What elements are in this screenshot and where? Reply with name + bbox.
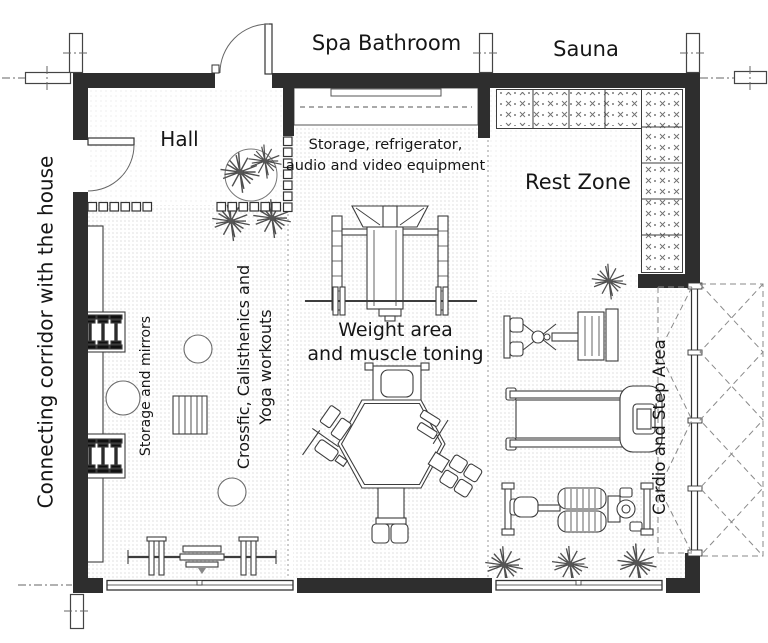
cardio-area-label: Cardio and Step Area xyxy=(650,339,670,515)
bench-press-icon xyxy=(305,205,477,322)
weight-room-equipment xyxy=(302,205,483,544)
rest-zone-label: Rest Zone xyxy=(525,170,631,194)
cardio-room-equipment xyxy=(501,308,663,536)
wall-left-upper xyxy=(73,88,88,140)
storage-equipment-label: Storage, refrigerator, audio and video e… xyxy=(283,135,488,177)
room-divider-lines xyxy=(287,140,489,577)
wall-top-left xyxy=(73,73,215,88)
window-icon xyxy=(103,578,297,593)
exercise-mat-icon xyxy=(172,395,208,435)
wardrobe-icon xyxy=(293,87,479,126)
corridor-door-icon xyxy=(87,137,135,192)
corridor-label: Connecting corridor with the house xyxy=(33,155,58,509)
storage-equipment-line1: Storage, refrigerator, xyxy=(308,137,463,153)
wall-bottom xyxy=(297,578,492,593)
treadmill-icon xyxy=(505,385,663,453)
gym-ball-icon xyxy=(183,334,213,364)
folding-glass-door-icon xyxy=(657,282,764,557)
weight-area-line1: Weight area xyxy=(338,319,453,341)
workout-room-equipment xyxy=(79,225,277,576)
wall-right-lower xyxy=(685,553,700,593)
accordion-partition-icon xyxy=(87,136,293,213)
gym-ball-icon xyxy=(217,477,247,507)
wall-top-right xyxy=(272,73,700,88)
exercise-bike-icon xyxy=(501,482,654,536)
weight-area-line2: and muscle toning xyxy=(307,343,484,365)
doors xyxy=(87,23,273,192)
plants xyxy=(211,143,658,586)
workout-area-label: Crossfic, Calisthenics and Yoga workouts xyxy=(233,249,277,485)
windows xyxy=(103,282,764,593)
wall-left-lower xyxy=(73,192,88,578)
weight-area-label: Weight area and muscle toning xyxy=(293,318,498,366)
walls xyxy=(73,73,700,593)
sauna-label: Sauna xyxy=(553,37,619,61)
storage-equipment-line2: audio and video equipment xyxy=(285,158,486,174)
door-swing-dashed-zone xyxy=(657,283,764,557)
gym-ball-icon xyxy=(105,380,141,416)
hall-label: Hall xyxy=(160,127,199,151)
wall-bottom xyxy=(73,578,103,593)
axis-markers xyxy=(2,32,768,630)
sofa-icon xyxy=(496,89,683,273)
multi-station-gym-icon xyxy=(302,362,483,544)
axis-marker-icon xyxy=(24,71,72,85)
storage-mirrors-label: Storage and mirrors xyxy=(137,315,154,457)
workout-area-line2: Yoga workouts xyxy=(256,309,275,425)
hall-door-icon xyxy=(211,23,273,75)
wall-stub xyxy=(638,274,700,288)
wall-stub xyxy=(478,88,490,138)
wall-stub xyxy=(283,88,294,136)
spa-bathroom-label: Spa Bathroom xyxy=(311,31,462,55)
workout-area-line1: Crossfic, Calisthenics and xyxy=(234,264,253,470)
barbell-icon xyxy=(127,536,277,576)
wall-right-upper xyxy=(685,88,700,285)
window-icon xyxy=(492,578,666,593)
elliptical-trainer-icon xyxy=(503,308,619,362)
